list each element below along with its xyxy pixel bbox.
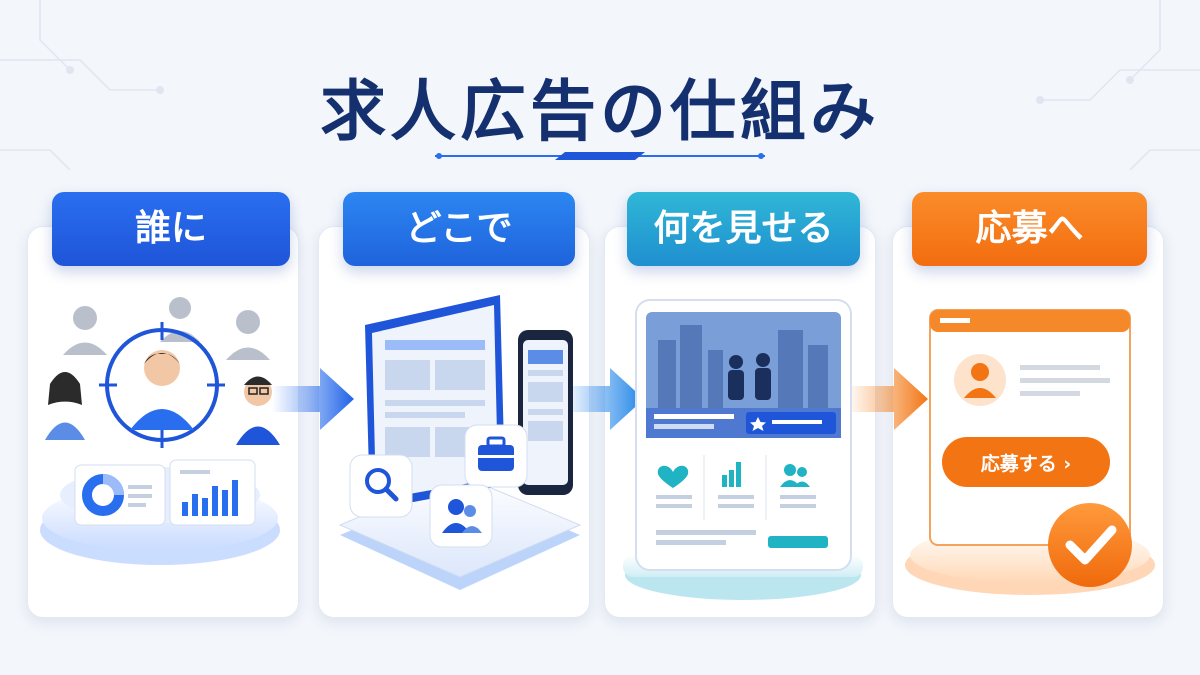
- apply-button-label: 応募する ›: [981, 452, 1071, 475]
- step-label-who: 誰に: [52, 192, 290, 266]
- bar-chart-icon: [718, 462, 754, 508]
- step-label-where: どこで: [343, 192, 575, 266]
- star-icon: [746, 412, 836, 434]
- channels-illustration: [338, 295, 582, 590]
- page-title: 求人広告の仕組み: [320, 73, 880, 150]
- arrow-right-icon: [562, 368, 644, 430]
- check-icon: [1048, 503, 1132, 587]
- person-icon: [63, 297, 270, 360]
- apply-button[interactable]: [942, 437, 1110, 487]
- person-icon: [954, 354, 1006, 406]
- title-underline: [435, 152, 765, 160]
- bar-chart-icon: [180, 470, 238, 516]
- arrow-right-icon: [846, 368, 928, 430]
- users-icon: [429, 484, 493, 548]
- person-icon: [45, 372, 85, 440]
- search-icon: [349, 454, 413, 518]
- person-icon: [236, 376, 280, 445]
- briefcase-icon: [464, 424, 528, 488]
- step-label-what: 何を見せる: [627, 192, 860, 266]
- job-ad-illustration: [623, 299, 863, 600]
- target-audience-illustration: [40, 297, 280, 565]
- heart-icon: [656, 465, 692, 508]
- arrow-right-icon: [272, 368, 354, 430]
- target-icon: [99, 322, 225, 448]
- step-label-apply: 応募へ: [912, 192, 1147, 266]
- donut-chart-icon: [82, 474, 152, 516]
- users-icon: [780, 464, 816, 508]
- apply-illustration: 応募する ›: [905, 309, 1155, 595]
